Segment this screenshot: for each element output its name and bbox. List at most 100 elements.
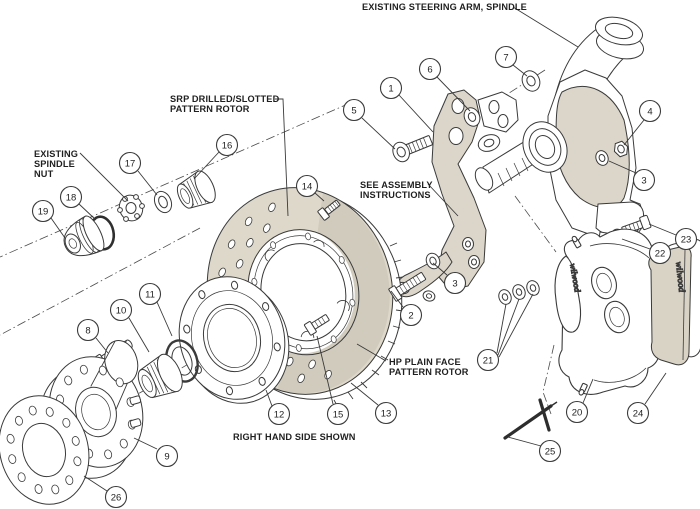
callout-12-leader — [265, 389, 273, 407]
callout-17-number: 17 — [125, 158, 136, 169]
callout-21-number: 21 — [483, 355, 494, 366]
callout-23-number: 23 — [681, 234, 692, 245]
callout-23-bubble — [674, 227, 698, 251]
callout-21-leader — [496, 303, 507, 354]
callout-21-bubble — [476, 348, 500, 372]
callout-20-bubble — [565, 400, 589, 424]
callout-1-bubble — [379, 76, 403, 100]
callout-3-bubble — [443, 271, 467, 295]
castle-nut — [117, 194, 145, 222]
callout-17-leader — [137, 170, 158, 196]
callout-2-leader — [390, 290, 404, 308]
callout-14-leader — [314, 192, 325, 202]
callout-9-bubble — [155, 444, 179, 468]
callout-21-leader — [498, 293, 534, 358]
hp-rotor-label-leader — [356, 343, 387, 362]
callout-12-number: 12 — [274, 409, 285, 420]
washer-3-left — [425, 252, 441, 270]
callout-8-number: 8 — [85, 325, 90, 336]
callout-1-number: 1 — [388, 83, 393, 94]
callout-5-bubble — [342, 98, 366, 122]
callout-2-bubble — [399, 303, 423, 327]
callout-3-bubble — [632, 168, 656, 192]
callout-7-leader — [512, 64, 528, 77]
callout-5-number: 5 — [351, 105, 356, 116]
hat-bolt-holes — [251, 232, 356, 352]
shim-washers — [498, 280, 540, 305]
assembly-instructions-label-leader — [427, 183, 459, 217]
annotation-layer: EXISTING STEERING ARM, SPINDLE SRP DRILLE… — [31, 2, 698, 509]
callout-26-bubble — [104, 485, 128, 509]
brake-pads: wilwood — [648, 239, 700, 366]
callout-19-bubble — [31, 199, 55, 223]
callout-7-number: 7 — [503, 52, 508, 63]
callout-2-number: 2 — [408, 310, 413, 321]
steering-arm-label: EXISTING STEERING ARM, SPINDLE — [362, 2, 527, 12]
rotor-adapter — [178, 276, 290, 404]
callout-4-leader — [623, 119, 645, 146]
callout-25-leader — [507, 436, 542, 447]
callout-25-bubble — [538, 439, 562, 463]
hub-spacer-disc — [0, 395, 90, 505]
bolt-14 — [317, 199, 341, 221]
callout-13-leader — [350, 382, 379, 406]
callout-6-leader — [436, 76, 471, 112]
steering-knuckle-spindle — [474, 16, 647, 253]
callout-8-bubble — [76, 318, 100, 342]
callout-21-leader — [497, 298, 520, 356]
callout-16-bubble — [215, 133, 239, 157]
bolt-5 — [392, 135, 433, 163]
callout-24-bubble — [626, 401, 650, 425]
brake-caliper: wilwood — [554, 228, 664, 396]
callout-15-leader — [316, 335, 334, 405]
callout-20-number: 20 — [572, 407, 583, 418]
spindle-nut-label-leader — [79, 152, 129, 202]
callout-6-bubble — [418, 57, 442, 81]
bleed-screw-bottom — [578, 382, 588, 396]
callout-1-leader — [398, 94, 434, 133]
callout-22-leader — [621, 238, 651, 250]
callout-9-number: 9 — [164, 451, 169, 462]
callout-10-bubble — [109, 298, 133, 322]
callout-26-leader — [83, 475, 108, 492]
callout-26-number: 26 — [111, 492, 122, 503]
callout-23-leader — [648, 223, 677, 236]
allen-wrench — [503, 398, 558, 440]
callout-3-leader — [608, 160, 637, 174]
callout-13-number: 13 — [381, 408, 392, 419]
callout-3-number: 3 — [641, 175, 646, 186]
callout-6-number: 6 — [427, 64, 432, 75]
bleed-screw-top — [571, 235, 582, 249]
srp-rotor-label-leader — [275, 98, 289, 217]
callout-15-bubble — [326, 402, 350, 426]
bolt-15 — [303, 314, 330, 336]
callout-11-leader — [156, 301, 173, 337]
callout-22-number: 22 — [655, 248, 666, 259]
callout-18-leader — [78, 203, 97, 221]
callout-12-bubble — [267, 402, 291, 426]
callout-10-number: 10 — [116, 305, 127, 316]
callout-5-leader — [361, 117, 396, 150]
callout-25-number: 25 — [545, 446, 556, 457]
callout-8-leader — [95, 337, 109, 354]
callout-22-bubble — [648, 241, 672, 265]
callout-18-number: 18 — [66, 192, 77, 203]
callout-3-number: 3 — [452, 278, 457, 289]
callout-19-number: 19 — [38, 206, 49, 217]
callout-24-number: 24 — [633, 408, 644, 419]
callout-14-number: 14 — [302, 181, 313, 192]
dust-cap — [63, 215, 105, 257]
steering-arm-label-leader — [512, 6, 579, 48]
side-note: RIGHT HAND SIDE SHOWN — [233, 432, 356, 442]
callout-20-leader — [582, 378, 594, 404]
callout-16-number: 16 — [222, 140, 233, 151]
callout-13-bubble — [374, 401, 398, 425]
callout-19-leader — [50, 217, 66, 239]
callout-18-bubble — [59, 185, 83, 209]
callout-17-bubble — [118, 151, 142, 175]
